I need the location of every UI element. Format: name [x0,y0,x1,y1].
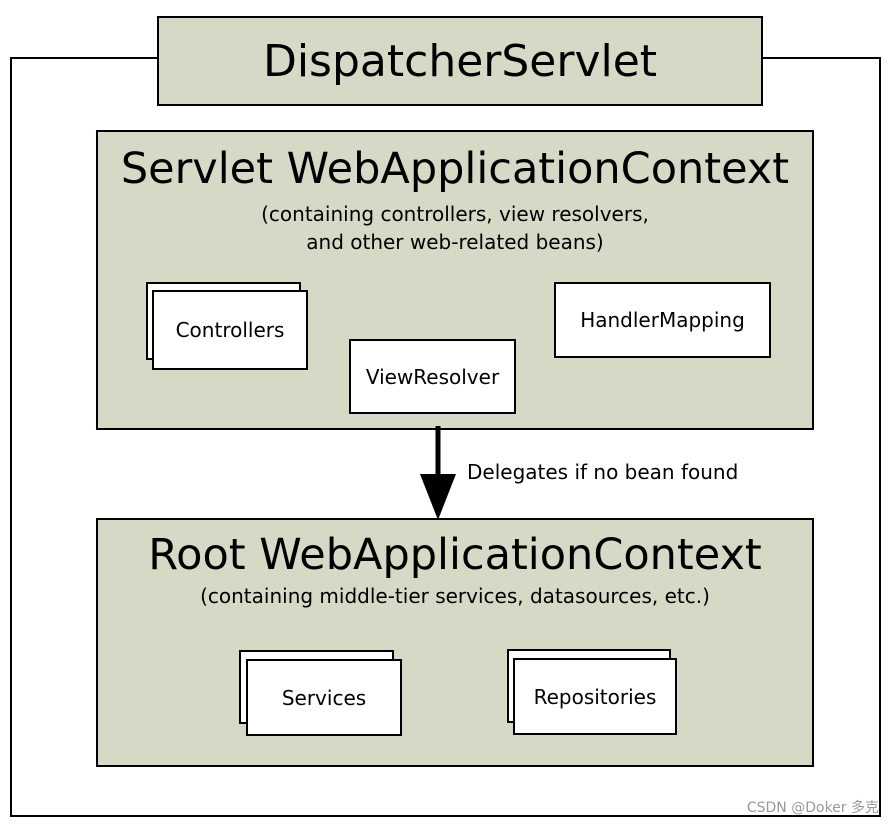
delegation-arrow [420,426,456,520]
dispatcher-servlet-box: DispatcherServlet [157,16,763,106]
viewresolver-label: ViewResolver [365,364,500,389]
services-label: Services [281,685,367,710]
servlet-context-title: Servlet WebApplicationContext [120,144,790,194]
repositories-label: Repositories [533,684,657,709]
controllers-label: Controllers [175,318,285,342]
handlermapping-label: HandlerMapping [580,308,745,332]
delegation-arrow-head [420,474,456,520]
root-context-subtitle: (containing middle-tier services, dataso… [200,584,710,608]
repositories-bean: Repositories [513,658,677,735]
servlet-context-subtitle-line2: and other web-related beans) [306,230,604,254]
dispatcher-servlet-title: DispatcherServlet [262,35,658,87]
servlet-context-subtitle-line1: (containing controllers, view resolvers, [261,202,649,226]
handlermapping-bean: HandlerMapping [554,282,771,358]
controllers-bean: Controllers [152,290,308,370]
viewresolver-bean: ViewResolver [349,339,516,414]
root-webapplicationcontext-box: Root WebApplicationContext (containing m… [96,518,814,767]
services-bean: Services [246,659,402,736]
delegation-label: Delegates if no bean found [467,460,739,484]
watermark-text: CSDN @Doker 多克 [746,800,879,816]
root-context-title: Root WebApplicationContext [148,530,762,580]
